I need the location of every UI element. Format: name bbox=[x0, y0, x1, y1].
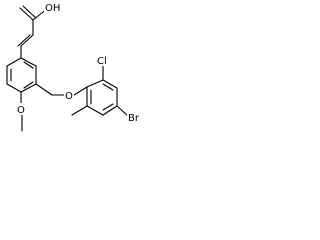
ring-right-bond-1 bbox=[86, 79, 104, 88]
ring-left-bond-6 bbox=[20, 57, 37, 67]
molecule-canvas: OH O O Cl Br bbox=[0, 0, 148, 141]
ring-left-inner-2 bbox=[23, 81, 34, 89]
ring-right-inner-2 bbox=[102, 103, 114, 111]
ring-left-bond-3 bbox=[6, 83, 22, 93]
bond-o-to-right-ring bbox=[73, 86, 88, 96]
bond-chain-double-2 bbox=[17, 34, 31, 47]
methoxy-group bbox=[20, 91, 23, 132]
left-aromatic-ring bbox=[6, 57, 37, 93]
bond-carbonyl-left-2 bbox=[22, 5, 37, 19]
bond-ring-to-br bbox=[116, 105, 129, 117]
bromine-label-bg bbox=[127, 111, 145, 123]
oh-label: OH bbox=[45, 3, 60, 14]
ether-oxygen-label-bg bbox=[64, 89, 74, 101]
bromine-label: Br bbox=[128, 113, 140, 124]
ring-left-bond-1 bbox=[6, 57, 22, 67]
bond-chain-double-1 bbox=[20, 34, 34, 47]
ring-right-bond-2 bbox=[102, 79, 118, 89]
methoxy-oxygen-label-bg bbox=[16, 103, 26, 115]
ring-left-inner-3 bbox=[23, 61, 34, 69]
ether-oxygen-label: O bbox=[65, 91, 73, 102]
atom-labels: OH O O Cl Br bbox=[16, 1, 145, 124]
ring-right-bond-4 bbox=[102, 105, 118, 116]
chlorine-label-bg bbox=[96, 54, 110, 66]
chemical-structure-drawing: OH O O Cl Br bbox=[6, 1, 145, 132]
ring-right-inner-1 bbox=[102, 83, 114, 91]
acrylic-acid-chain bbox=[17, 5, 49, 59]
bond-carbonyl-left-1 bbox=[19, 7, 34, 21]
oh-label-bg bbox=[44, 1, 60, 13]
bond-ring-to-ch2 bbox=[35, 83, 53, 96]
ring-left-bond-4 bbox=[20, 83, 37, 93]
ring-right-bond-5 bbox=[86, 105, 104, 116]
bond-ring-to-methyl bbox=[71, 105, 88, 116]
right-aromatic-ring bbox=[71, 64, 129, 117]
ether-linker bbox=[35, 83, 66, 96]
chlorine-label: Cl bbox=[97, 56, 107, 67]
methoxy-oxygen-label: O bbox=[17, 105, 25, 116]
